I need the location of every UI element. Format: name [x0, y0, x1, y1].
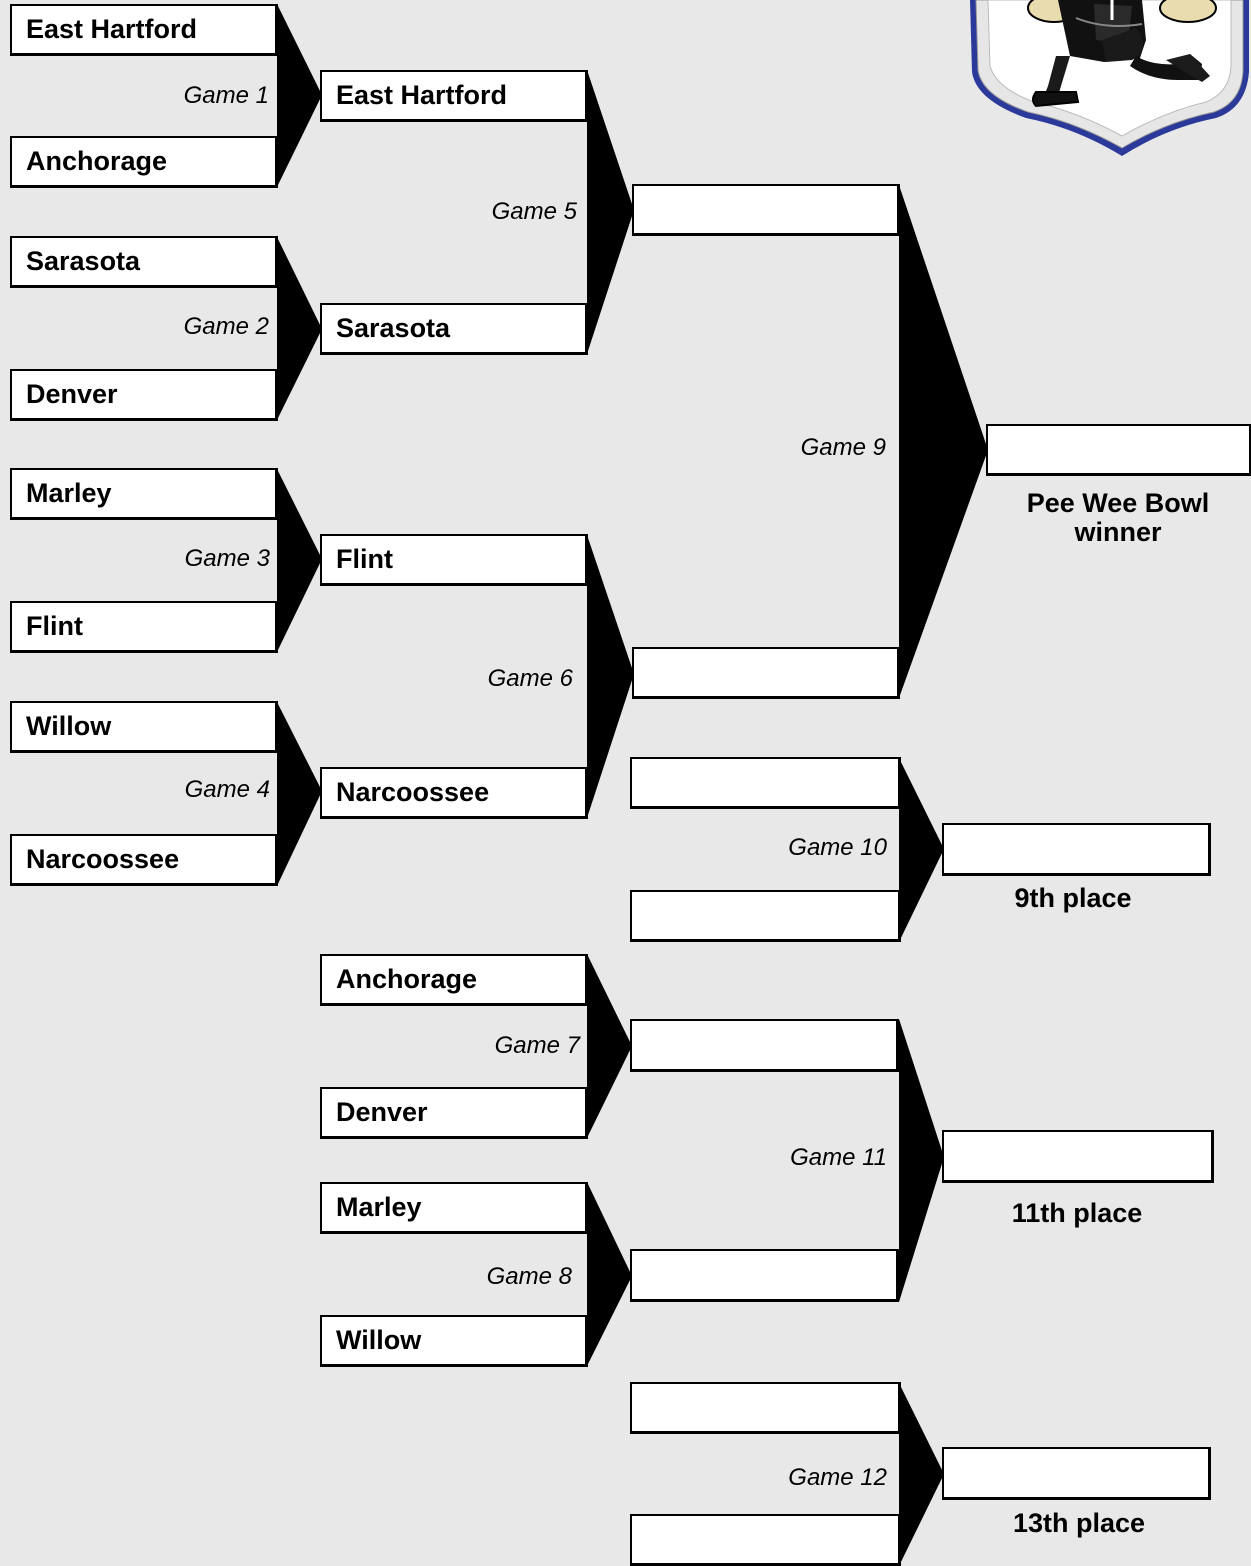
placement-label-winner: Pee Wee Bowl winner [1000, 489, 1236, 547]
consolation-slot-anchorage[interactable]: Anchorage [320, 954, 588, 1006]
game12-result-slot[interactable] [942, 1447, 1211, 1500]
team-slot-marley[interactable]: Marley [10, 468, 278, 520]
placement-label-9th: 9th place [942, 884, 1204, 913]
game-label-1: Game 1 [184, 82, 269, 110]
consolation-slot-denver[interactable]: Denver [320, 1087, 588, 1139]
connector-game-12 [899, 1383, 944, 1566]
game-label-4: Game 4 [185, 776, 270, 804]
game8-winner-slot[interactable] [630, 1249, 899, 1302]
connector-game-1 [277, 4, 322, 187]
game7-winner-slot[interactable] [630, 1019, 899, 1072]
semifinal-slot-game5-winner[interactable] [632, 184, 900, 236]
connector-game-9 [899, 185, 988, 698]
game10-result-slot[interactable] [942, 823, 1211, 876]
game-label-5: Game 5 [492, 198, 577, 226]
game-label-9: Game 9 [801, 434, 886, 462]
connector-game-5 [587, 70, 634, 354]
game-label-10: Game 10 [788, 834, 887, 862]
semifinal-slot-game6-winner[interactable] [632, 647, 900, 699]
game-label-11: Game 11 [790, 1144, 887, 1172]
game-label-2: Game 2 [184, 313, 269, 341]
connector-game-10 [899, 758, 944, 942]
round2-slot-game3-winner[interactable]: Flint [320, 534, 588, 586]
team-slot-narcoossee[interactable]: Narcoossee [10, 834, 278, 886]
round2-slot-game2-winner[interactable]: Sarasota [320, 303, 588, 355]
team-slot-anchorage[interactable]: Anchorage [10, 136, 278, 188]
team-slot-sarasota[interactable]: Sarasota [10, 236, 278, 288]
connector-game-6 [587, 535, 634, 818]
game11-result-slot[interactable] [942, 1130, 1214, 1183]
connector-game-2 [277, 237, 322, 420]
placement-label-11th: 11th place [942, 1199, 1212, 1228]
final-winner-slot[interactable] [986, 424, 1251, 476]
game-label-3: Game 3 [185, 545, 270, 573]
connector-game-11 [899, 1019, 944, 1302]
round2-slot-game1-winner[interactable]: East Hartford [320, 70, 588, 122]
game-label-7: Game 7 [495, 1032, 580, 1060]
placement-label-winner-line2: winner [1000, 518, 1236, 547]
game10-slot-bottom[interactable] [630, 890, 901, 942]
game10-slot-top[interactable] [630, 757, 901, 809]
team-slot-willow[interactable]: Willow [10, 701, 278, 753]
team-slot-east-hartford[interactable]: East Hartford [10, 4, 278, 56]
connector-game-3 [277, 469, 322, 652]
connector-game-8 [587, 1182, 632, 1366]
game12-slot-bottom[interactable] [630, 1514, 901, 1566]
connector-game-7 [587, 954, 632, 1138]
placement-label-winner-line1: Pee Wee Bowl [1000, 489, 1236, 518]
consolation-slot-marley[interactable]: Marley [320, 1182, 588, 1234]
consolation-slot-willow[interactable]: Willow [320, 1315, 588, 1367]
football-player-crest-icon [966, 0, 1251, 158]
placement-label-13th: 13th place [942, 1509, 1216, 1538]
team-slot-flint[interactable]: Flint [10, 601, 278, 653]
game12-slot-top[interactable] [630, 1382, 901, 1434]
game-label-8: Game 8 [487, 1263, 572, 1291]
game-label-6: Game 6 [488, 665, 573, 693]
connector-game-4 [277, 702, 322, 886]
team-slot-denver[interactable]: Denver [10, 369, 278, 421]
game-label-12: Game 12 [788, 1464, 887, 1492]
round2-slot-game4-winner[interactable]: Narcoossee [320, 767, 588, 819]
